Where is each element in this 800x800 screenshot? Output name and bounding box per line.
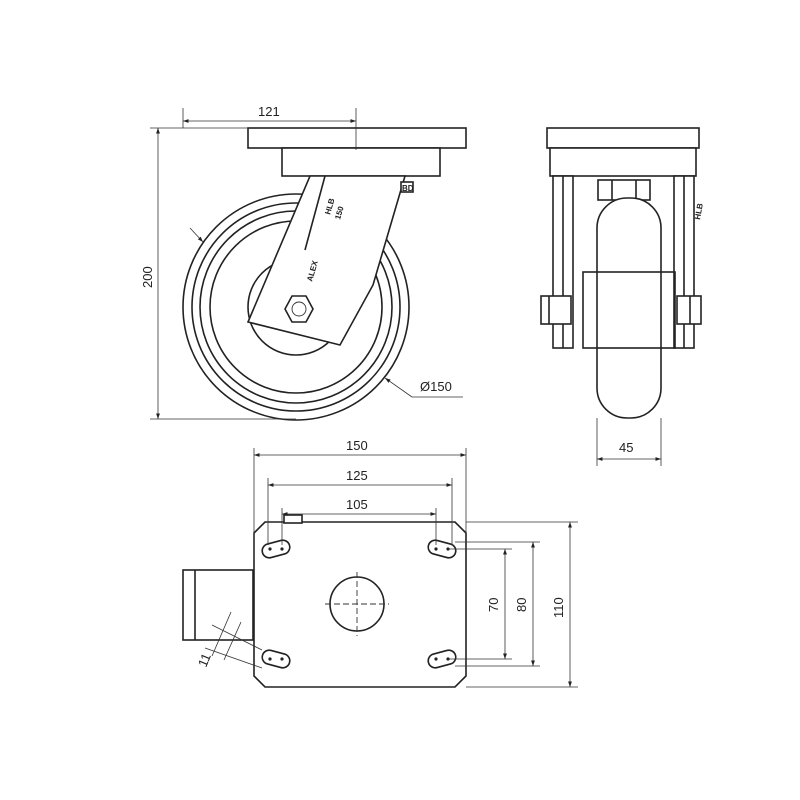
slot-bl-center bbox=[268, 657, 272, 661]
side-wheel-tread-inner bbox=[191, 202, 401, 412]
slot-top-left bbox=[261, 539, 291, 559]
plan-swivel-housing bbox=[182, 569, 254, 641]
side-axle-nut bbox=[284, 295, 314, 323]
front-bearing-housing bbox=[549, 147, 697, 177]
front-hub bbox=[582, 271, 676, 349]
front-wheel bbox=[596, 197, 662, 419]
slot-tl-center bbox=[268, 547, 272, 551]
front-swivel-nut bbox=[597, 179, 651, 201]
slot-tr-center bbox=[434, 547, 438, 551]
side-view: BD HLB 150 ALEX 121 200 Ø150 bbox=[140, 104, 467, 421]
dim-11-leader-2 bbox=[204, 647, 263, 669]
fork-text-150: 150 bbox=[333, 205, 345, 221]
side-bearing-housing bbox=[281, 147, 441, 177]
dim-200-label: 200 bbox=[140, 266, 155, 288]
side-swivel-bolt bbox=[400, 181, 414, 193]
dim-11-ext-upper bbox=[211, 611, 232, 657]
slot-bottom-right bbox=[427, 649, 457, 669]
dim-45-label: 45 bbox=[619, 440, 633, 455]
bolt-label: BD bbox=[402, 184, 414, 193]
dim-110-label: 110 bbox=[551, 597, 566, 618]
front-axle-nut-right bbox=[676, 295, 702, 325]
plan-top-plate bbox=[253, 521, 467, 688]
dim-150-leader bbox=[384, 377, 413, 398]
plan-slots bbox=[261, 539, 457, 669]
dim-105-label: 105 bbox=[346, 497, 368, 512]
slot-top-right bbox=[427, 539, 457, 559]
dim-150-diameter-label: Ø150 bbox=[420, 379, 452, 394]
dim-11-leader-1 bbox=[211, 624, 263, 651]
dim-121-label: 121 bbox=[258, 104, 280, 119]
dim-80-label: 80 bbox=[514, 598, 529, 612]
front-top-plate bbox=[546, 127, 700, 149]
slot-tl-center-2 bbox=[280, 547, 284, 551]
slot-bl-center-2 bbox=[280, 657, 284, 661]
side-fork-leg bbox=[246, 175, 407, 346]
dim-11-ext-lower bbox=[223, 621, 242, 661]
front-axle-bolt-left bbox=[540, 295, 572, 325]
plan-tab bbox=[283, 514, 303, 524]
slot-br-center bbox=[434, 657, 438, 661]
slot-bottom-left bbox=[261, 649, 291, 669]
side-top-plate bbox=[247, 127, 467, 149]
dim-11-label: 11 bbox=[195, 651, 214, 669]
front-view: HLB 45 bbox=[540, 127, 705, 466]
dim-150-label: 150 bbox=[346, 438, 368, 453]
dim-70-label: 70 bbox=[486, 598, 501, 612]
dim-125-label: 125 bbox=[346, 468, 368, 483]
plan-view: 150 125 105 70 80 110 11 bbox=[182, 438, 578, 688]
side-fork-edge bbox=[304, 175, 326, 251]
fork-text-hlb: HLB bbox=[323, 197, 336, 215]
dim-tread-leader bbox=[189, 227, 204, 243]
side-axle-center bbox=[291, 301, 307, 317]
front-fork-mark: HLB bbox=[693, 202, 705, 220]
